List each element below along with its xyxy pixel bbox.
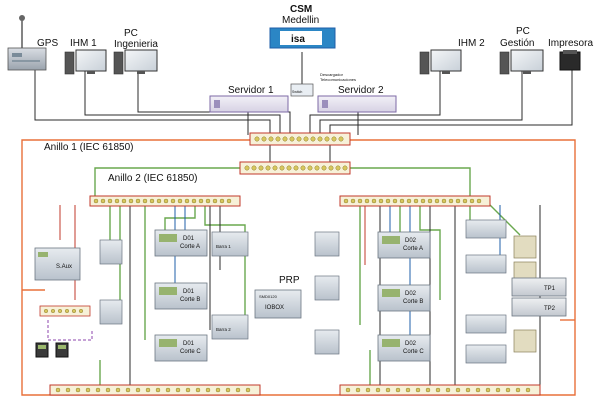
ring1-label: Anillo 1 (IEC 61850) xyxy=(44,142,134,153)
bay-d01-a-line2: Corte A xyxy=(180,244,200,250)
pc-engineering-label-1: PC xyxy=(124,28,138,39)
bottom-right-ports xyxy=(345,387,531,393)
ring2-port-row xyxy=(244,165,348,171)
serial-hub-ports xyxy=(44,309,83,314)
csm-title: CSM xyxy=(290,4,312,15)
ied-saux[interactable] xyxy=(34,247,81,281)
relay-bank-right[interactable] xyxy=(465,219,507,364)
barra-1-panel[interactable] xyxy=(211,231,249,257)
tp2-unit[interactable] xyxy=(511,297,567,317)
gps-label: GPS xyxy=(37,38,58,49)
right-access-ports xyxy=(343,198,482,204)
pc-management-label-1: PC xyxy=(516,26,530,37)
ihm1-workstation[interactable] xyxy=(64,49,107,75)
ihm2-label: IHM 2 xyxy=(458,38,485,49)
bay-d01-corte-c[interactable] xyxy=(154,334,208,362)
pc-engineering-label-2: Ingenieria xyxy=(114,39,158,50)
barra-2-label: Barra 2 xyxy=(216,327,231,332)
iobox-unit[interactable] xyxy=(254,289,302,319)
barra-1-label: Barra 1 xyxy=(216,244,231,249)
bay-d01-a-line1: D01 xyxy=(183,236,195,242)
bay-d02-corte-a[interactable] xyxy=(377,231,431,259)
prp-label: PRP xyxy=(279,275,300,286)
ihm1-label: IHM 1 xyxy=(70,38,97,49)
printer-device[interactable] xyxy=(559,50,581,71)
bay-d02-c-line1: D02 xyxy=(405,341,417,347)
csm-city: Medellin xyxy=(282,15,319,26)
tp1-unit[interactable] xyxy=(511,277,567,297)
bay-d02-a-line1: D02 xyxy=(405,238,417,244)
bay-d01-c-line2: Corte C xyxy=(180,349,201,355)
isa-logo-text: isa xyxy=(291,34,305,45)
bay-d02-corte-c[interactable] xyxy=(377,334,431,362)
switch-small-label: Switch xyxy=(292,90,302,94)
iobox-label: IOBOX xyxy=(265,305,284,311)
pc-engineering-workstation[interactable] xyxy=(113,49,158,75)
gps-device xyxy=(7,15,47,71)
meter-units[interactable] xyxy=(35,342,69,358)
bay-d02-c-line2: Corte C xyxy=(403,349,424,355)
barra-2-panel[interactable] xyxy=(211,314,249,340)
relay-column-left[interactable] xyxy=(99,239,123,325)
server-2[interactable] xyxy=(317,95,397,113)
server-1[interactable] xyxy=(209,95,289,113)
bay-d01-corte-a[interactable] xyxy=(154,229,208,257)
ring1-port-row xyxy=(254,136,344,142)
switch-small[interactable] xyxy=(290,83,314,97)
ring2-label: Anillo 2 (IEC 61850) xyxy=(108,173,198,184)
server-1-label: Servidor 1 xyxy=(228,85,274,96)
router-note-1: Descargador xyxy=(320,72,344,77)
router-note-2: Telecomunicaciones xyxy=(320,77,356,82)
server-2-label: Servidor 2 xyxy=(338,85,384,96)
ihm2-workstation[interactable] xyxy=(419,49,462,75)
relay-column-right[interactable] xyxy=(314,231,340,355)
left-access-ports xyxy=(93,198,232,204)
serial-hub[interactable] xyxy=(39,305,91,317)
bay-d01-corte-b[interactable] xyxy=(154,282,208,310)
bottom-left-switch[interactable] xyxy=(49,384,261,396)
bottom-left-ports xyxy=(55,387,251,393)
isa-logo: isa xyxy=(269,27,336,49)
bay-d02-b-line1: D02 xyxy=(405,291,417,297)
bay-d01-b-line1: D01 xyxy=(183,289,195,295)
bay-d02-corte-b[interactable] xyxy=(377,284,431,312)
tp1-label: TP1 xyxy=(544,286,556,292)
tp2-label: TP2 xyxy=(544,306,556,312)
bay-d02-b-line2: Corte B xyxy=(403,299,423,305)
bay-d01-b-line2: Corte B xyxy=(180,297,200,303)
printer-label: Impresora xyxy=(548,38,593,49)
pc-management-label-2: Gestión xyxy=(500,38,534,49)
iobox-model: SMD0120 xyxy=(259,294,278,299)
pc-management-workstation[interactable] xyxy=(499,49,544,75)
bay-d01-c-line1: D01 xyxy=(183,341,195,347)
bay-d02-a-line2: Corte A xyxy=(403,246,423,252)
saux-label: S.Aux xyxy=(56,264,72,270)
